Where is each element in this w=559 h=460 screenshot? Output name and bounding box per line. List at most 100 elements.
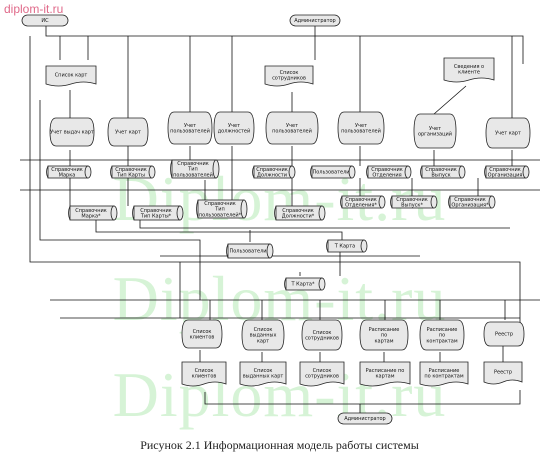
- store-ref-card-types-b-label: Справочник: [140, 208, 172, 214]
- report-clients: [181, 319, 223, 349]
- proc-position-accounting-label: Учет: [228, 123, 240, 129]
- store-ref-issues-label: Справочник: [425, 167, 457, 173]
- store-ref-departments-b-label: Отделения*: [345, 203, 377, 209]
- store-ref-positions-b-label: Должности*: [282, 214, 315, 220]
- terminator-admin-top: [289, 14, 341, 27]
- proc-card-accounting-r-label: Учет карт: [495, 131, 521, 137]
- doc-staff: [299, 361, 345, 387]
- doc-staff-label: сотрудников: [305, 374, 339, 380]
- doc-issued-label: Список: [254, 368, 273, 374]
- store-users-b: [226, 243, 274, 259]
- doc-sched-contr: [419, 361, 469, 387]
- store-ref-user-types-label: пользователей: [173, 171, 213, 178]
- doc-staff-list-label: сотрудников: [272, 76, 306, 82]
- store-ref-card-types-b: [132, 205, 184, 221]
- proc-issue-accounting: [49, 117, 95, 147]
- report-sched-contr-label: по: [439, 333, 445, 339]
- store-ref-positions-label: Справочник: [256, 167, 288, 173]
- doc-staff-label: Список: [313, 368, 332, 374]
- store-ref-orgs: [484, 165, 530, 179]
- report-staff: [301, 319, 343, 351]
- store-ref-user-types-b-label: Справочник: [204, 201, 236, 207]
- connector-lines: [20, 20, 540, 414]
- site-watermark-corner: diplom-it.ru: [4, 2, 64, 16]
- doc-cards-list: [45, 65, 97, 87]
- store-ref-departments-label: Отделения: [372, 173, 401, 179]
- report-sched-contr-label: Расписание: [427, 327, 458, 333]
- terminator-is-label: ИС: [41, 18, 49, 24]
- store-ref-orgs-label: Организация: [488, 173, 523, 179]
- store-ref-marks-b-label: Справочник: [75, 208, 107, 214]
- store-ref-orgs-label: Справочник: [489, 167, 521, 173]
- proc-user-accounting-c: [337, 111, 385, 145]
- store-ref-issues: [420, 165, 466, 179]
- store-ref-card-types-b-label: Тип Карты*: [140, 214, 172, 220]
- store-t-card-b: [284, 277, 326, 291]
- terminator-admin-bottom-label: Администратор: [344, 416, 385, 422]
- store-ref-positions-label: Должности: [257, 173, 287, 179]
- proc-user-accounting-b-label: пользователей: [272, 128, 312, 135]
- doc-clients: [181, 361, 227, 387]
- store-ref-positions-b: [274, 205, 326, 221]
- report-issued: [241, 319, 285, 351]
- report-issued-label: выданных: [250, 333, 277, 339]
- report-sched-contr-label: контрактам: [426, 338, 457, 344]
- doc-sched-contr-label: по контрактам: [424, 374, 463, 380]
- store-ref-marks-b: [68, 205, 118, 221]
- doc-issued: [239, 361, 287, 387]
- report-sched-contr: [419, 319, 465, 351]
- doc-issued-label: выданных карт: [243, 374, 284, 380]
- report-clients-label: клиентов: [190, 335, 215, 341]
- doc-sched-cards-label: Расписание по: [366, 368, 405, 374]
- store-ref-card-types-label: Справочник: [115, 167, 147, 173]
- store-t-card-b-label: Т Карта*: [291, 282, 315, 288]
- store-ref-marks-label: Справочник: [51, 167, 83, 173]
- doc-staff-list-label: Список: [280, 70, 299, 76]
- doc-cards-list-label: Список карт: [55, 73, 88, 79]
- terminator-is: [21, 14, 69, 27]
- report-staff-label: Список: [313, 330, 332, 336]
- doc-org-info-label: Сведения о: [454, 64, 484, 70]
- store-ref-orgs-b-label: Справочник: [454, 197, 486, 203]
- proc-org-accounting-label: организаций: [418, 131, 452, 138]
- report-sched-cards-label: по: [381, 333, 387, 339]
- store-users-label: Пользователи: [312, 170, 349, 176]
- store-ref-departments-b: [340, 195, 386, 209]
- store-users-b-label: Пользователи: [229, 249, 266, 255]
- doc-register: [483, 361, 523, 385]
- store-ref-card-types: [110, 165, 156, 179]
- report-staff-label: сотрудников: [305, 336, 339, 342]
- store-ref-issues-b-label: Выпуск*: [401, 203, 423, 209]
- store-ref-issues-b-label: Справочник: [396, 197, 428, 203]
- proc-position-accounting-label: должностей: [218, 128, 251, 135]
- store-ref-positions-b-label: Справочник: [282, 208, 314, 214]
- proc-user-accounting-c-label: пользователей: [341, 128, 381, 135]
- report-sched-cards: [359, 319, 409, 351]
- proc-user-accounting-b: [265, 111, 319, 145]
- proc-card-accounting: [107, 117, 149, 147]
- report-register: [483, 321, 525, 347]
- store-ref-user-types-b-label: Тип: [214, 207, 225, 213]
- proc-org-accounting: [413, 113, 457, 149]
- store-ref-marks-b-label: Марка*: [81, 214, 101, 220]
- store-ref-orgs-b: [448, 195, 496, 209]
- proc-card-accounting-r: [485, 117, 531, 149]
- store-ref-user-types-label: Тип: [187, 167, 198, 173]
- doc-clients-label: клиентов: [192, 374, 217, 380]
- report-sched-cards-label: Расписание: [369, 327, 400, 333]
- store-ref-departments-b-label: Справочник: [345, 197, 377, 203]
- doc-sched-cards-label: картам: [375, 374, 394, 380]
- store-ref-user-types: [170, 159, 220, 179]
- store-ref-issues-label: Выпуск: [431, 173, 450, 179]
- store-ref-user-types-label: Справочник: [177, 161, 209, 167]
- store-ref-marks: [46, 165, 92, 179]
- store-t-card: [326, 239, 368, 253]
- doc-register-label: Реестр: [494, 370, 512, 376]
- store-ref-issues-b: [390, 195, 438, 209]
- store-ref-card-types-label: Тип Карты: [116, 173, 145, 179]
- report-register-label: Реестр: [495, 332, 513, 338]
- proc-user-accounting-a: [167, 111, 213, 145]
- proc-user-accounting-c-label: Учет: [355, 123, 367, 129]
- proc-user-accounting-a-label: пользователей: [170, 128, 210, 135]
